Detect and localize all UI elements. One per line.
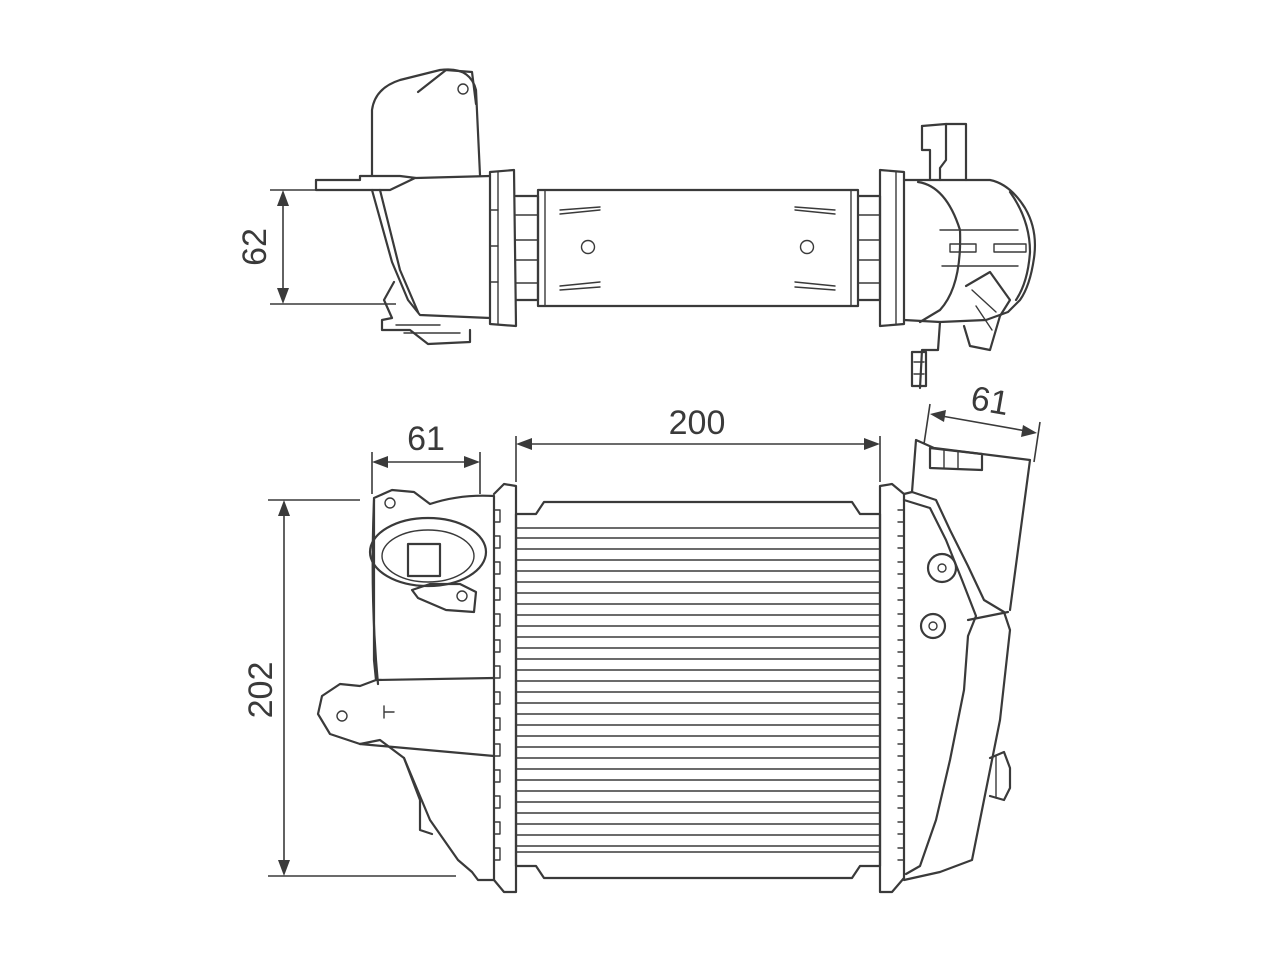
front-left-width-dimension: 61 bbox=[371, 420, 481, 494]
core-width-dimension: 200 bbox=[515, 404, 881, 482]
top-height-label: 62 bbox=[236, 228, 274, 266]
front-left-tank bbox=[316, 482, 518, 894]
front-height-label: 202 bbox=[242, 662, 280, 719]
top-left-tank bbox=[314, 68, 540, 346]
front-core bbox=[514, 500, 882, 880]
top-height-dimension: 62 bbox=[236, 189, 396, 305]
top-core bbox=[536, 188, 860, 308]
front-view: 61 200 61 202 bbox=[242, 379, 1041, 894]
front-right-width-dimension: 61 bbox=[923, 379, 1041, 463]
core-fins bbox=[515, 537, 881, 847]
core-width-label: 200 bbox=[669, 404, 726, 442]
right-tank-width-label: 61 bbox=[968, 379, 1012, 423]
front-height-dimension: 202 bbox=[242, 499, 456, 877]
front-right-tank bbox=[878, 438, 1032, 894]
top-right-tank bbox=[856, 122, 1037, 390]
left-tank-width-label: 61 bbox=[407, 420, 445, 458]
top-view: 62 bbox=[236, 68, 1037, 390]
